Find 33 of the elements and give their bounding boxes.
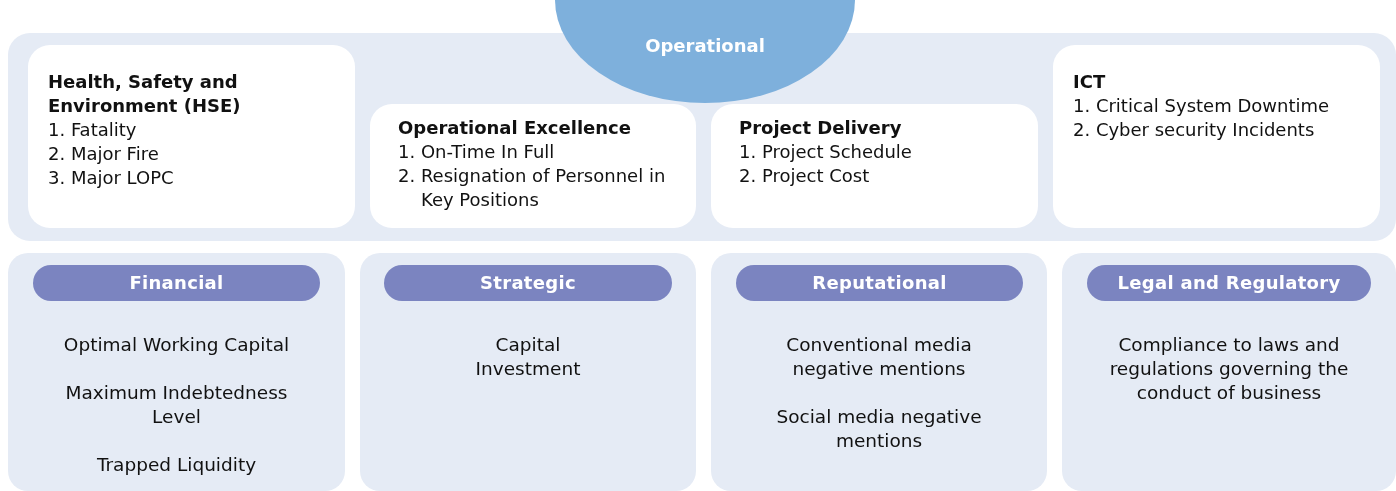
list-item: 1. On-Time In Full [398,140,556,164]
category-pill: Legal and Regulatory [1087,265,1371,301]
risk-card [28,45,355,228]
list-item: 2. Major Fire [48,142,160,166]
category-pill: Financial [33,265,320,301]
metric-text: Compliance to laws and regulations governing the conduct of business [1108,333,1350,405]
category-panel [8,253,345,491]
metric-text: Maximum Indebtedness Level [64,381,289,429]
category-panel [360,253,696,491]
category-pill: Reputational [736,265,1023,301]
card-heading: Health, Safety and Environment (HSE) [48,70,242,118]
metric-text: Optimal Working Capital [62,333,291,357]
category-pill: Strategic [384,265,672,301]
metric-text: Conventional media negative mentions [785,333,973,381]
risk-card [711,104,1038,228]
risk-card [1053,45,1380,228]
list-item: 2. Project Cost [739,164,871,188]
list-item: 3. Major LOPC [48,166,175,190]
metric-text: Capital Investment [474,333,582,381]
list-item: 2. Resignation of Personnel in Key Positions [398,164,667,212]
risk-card [370,104,696,228]
list-item: 2. Cyber security Incidents [1073,118,1316,142]
card-heading: Project Delivery [739,116,903,140]
category-band [8,33,1396,241]
category-panel [711,253,1047,491]
list-item: 1. Fatality [48,118,138,142]
card-heading: Operational Excellence [398,116,632,140]
card-heading: ICT [1073,70,1107,94]
list-item: 1. Critical System Downtime [1073,94,1331,118]
category-panel [1062,253,1396,491]
metric-text: Social media negative mentions [775,405,983,453]
list-item: 1. Project Schedule [739,140,913,164]
metric-text: Trapped Liquidity [95,453,258,477]
